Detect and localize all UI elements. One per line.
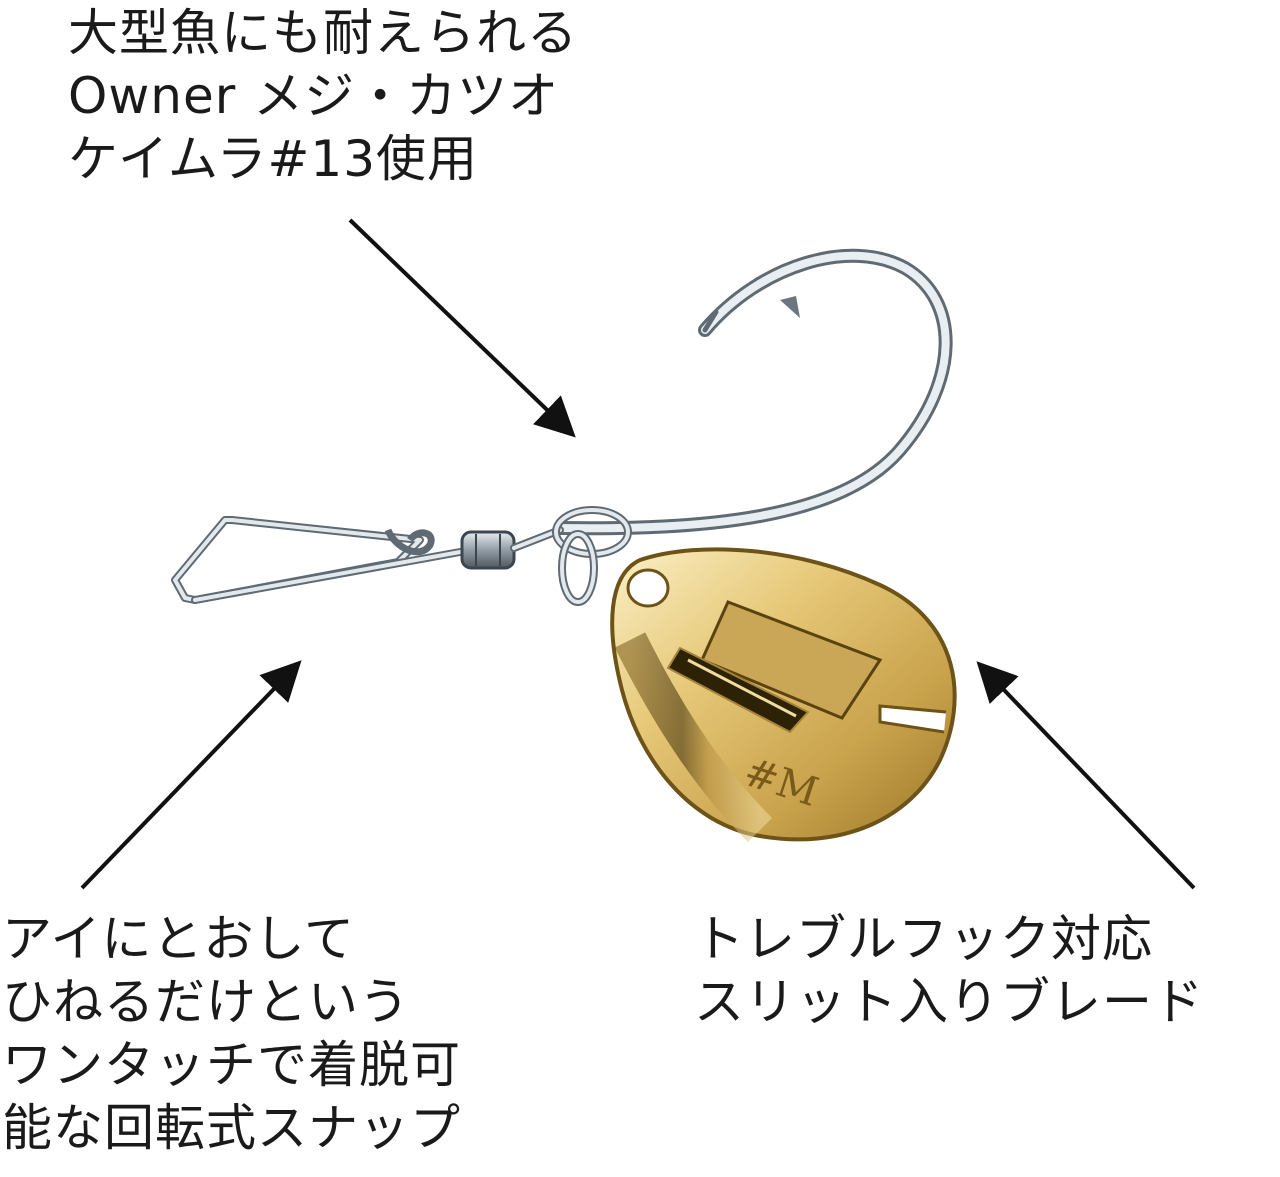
rotating-snap-icon bbox=[171, 516, 464, 604]
hook-callout-line-3: ケイムラ#13使用 bbox=[68, 130, 479, 188]
snap-callout-line-2: ひねるだけという bbox=[2, 973, 410, 1031]
hook-arrow bbox=[348, 218, 576, 438]
blade-callout-line-2: スリット入りブレード bbox=[694, 973, 1204, 1031]
blade-callout-line-1: トレブルフック対応 bbox=[694, 910, 1153, 968]
snap-callout-line-1: アイにとおして bbox=[2, 910, 355, 968]
snap-callout-line-3: ワンタッチで着脱可 bbox=[2, 1036, 461, 1094]
spinner-blade-icon: #M bbox=[610, 547, 957, 843]
split-ring-icon bbox=[552, 506, 632, 606]
hook-callout: 大型魚にも耐えられる Owner メジ・カツオ ケイムラ#13使用 bbox=[68, 2, 578, 191]
hook-callout-line-1: 大型魚にも耐えられる bbox=[68, 4, 578, 62]
blade-arrow bbox=[976, 661, 1196, 890]
snap-callout: アイにとおして ひねるだけという ワンタッチで着脱可 能な回転式スナップ bbox=[2, 908, 461, 1160]
fishing-hook-icon bbox=[553, 248, 953, 536]
blade-callout: トレブルフック対応 スリット入りブレード bbox=[694, 908, 1204, 1034]
hook-callout-line-2: Owner メジ・カツオ bbox=[68, 67, 560, 125]
swivel-barrel-icon bbox=[460, 526, 564, 570]
snap-arrow bbox=[80, 660, 302, 890]
snap-callout-line-4: 能な回転式スナップ bbox=[2, 1099, 461, 1157]
